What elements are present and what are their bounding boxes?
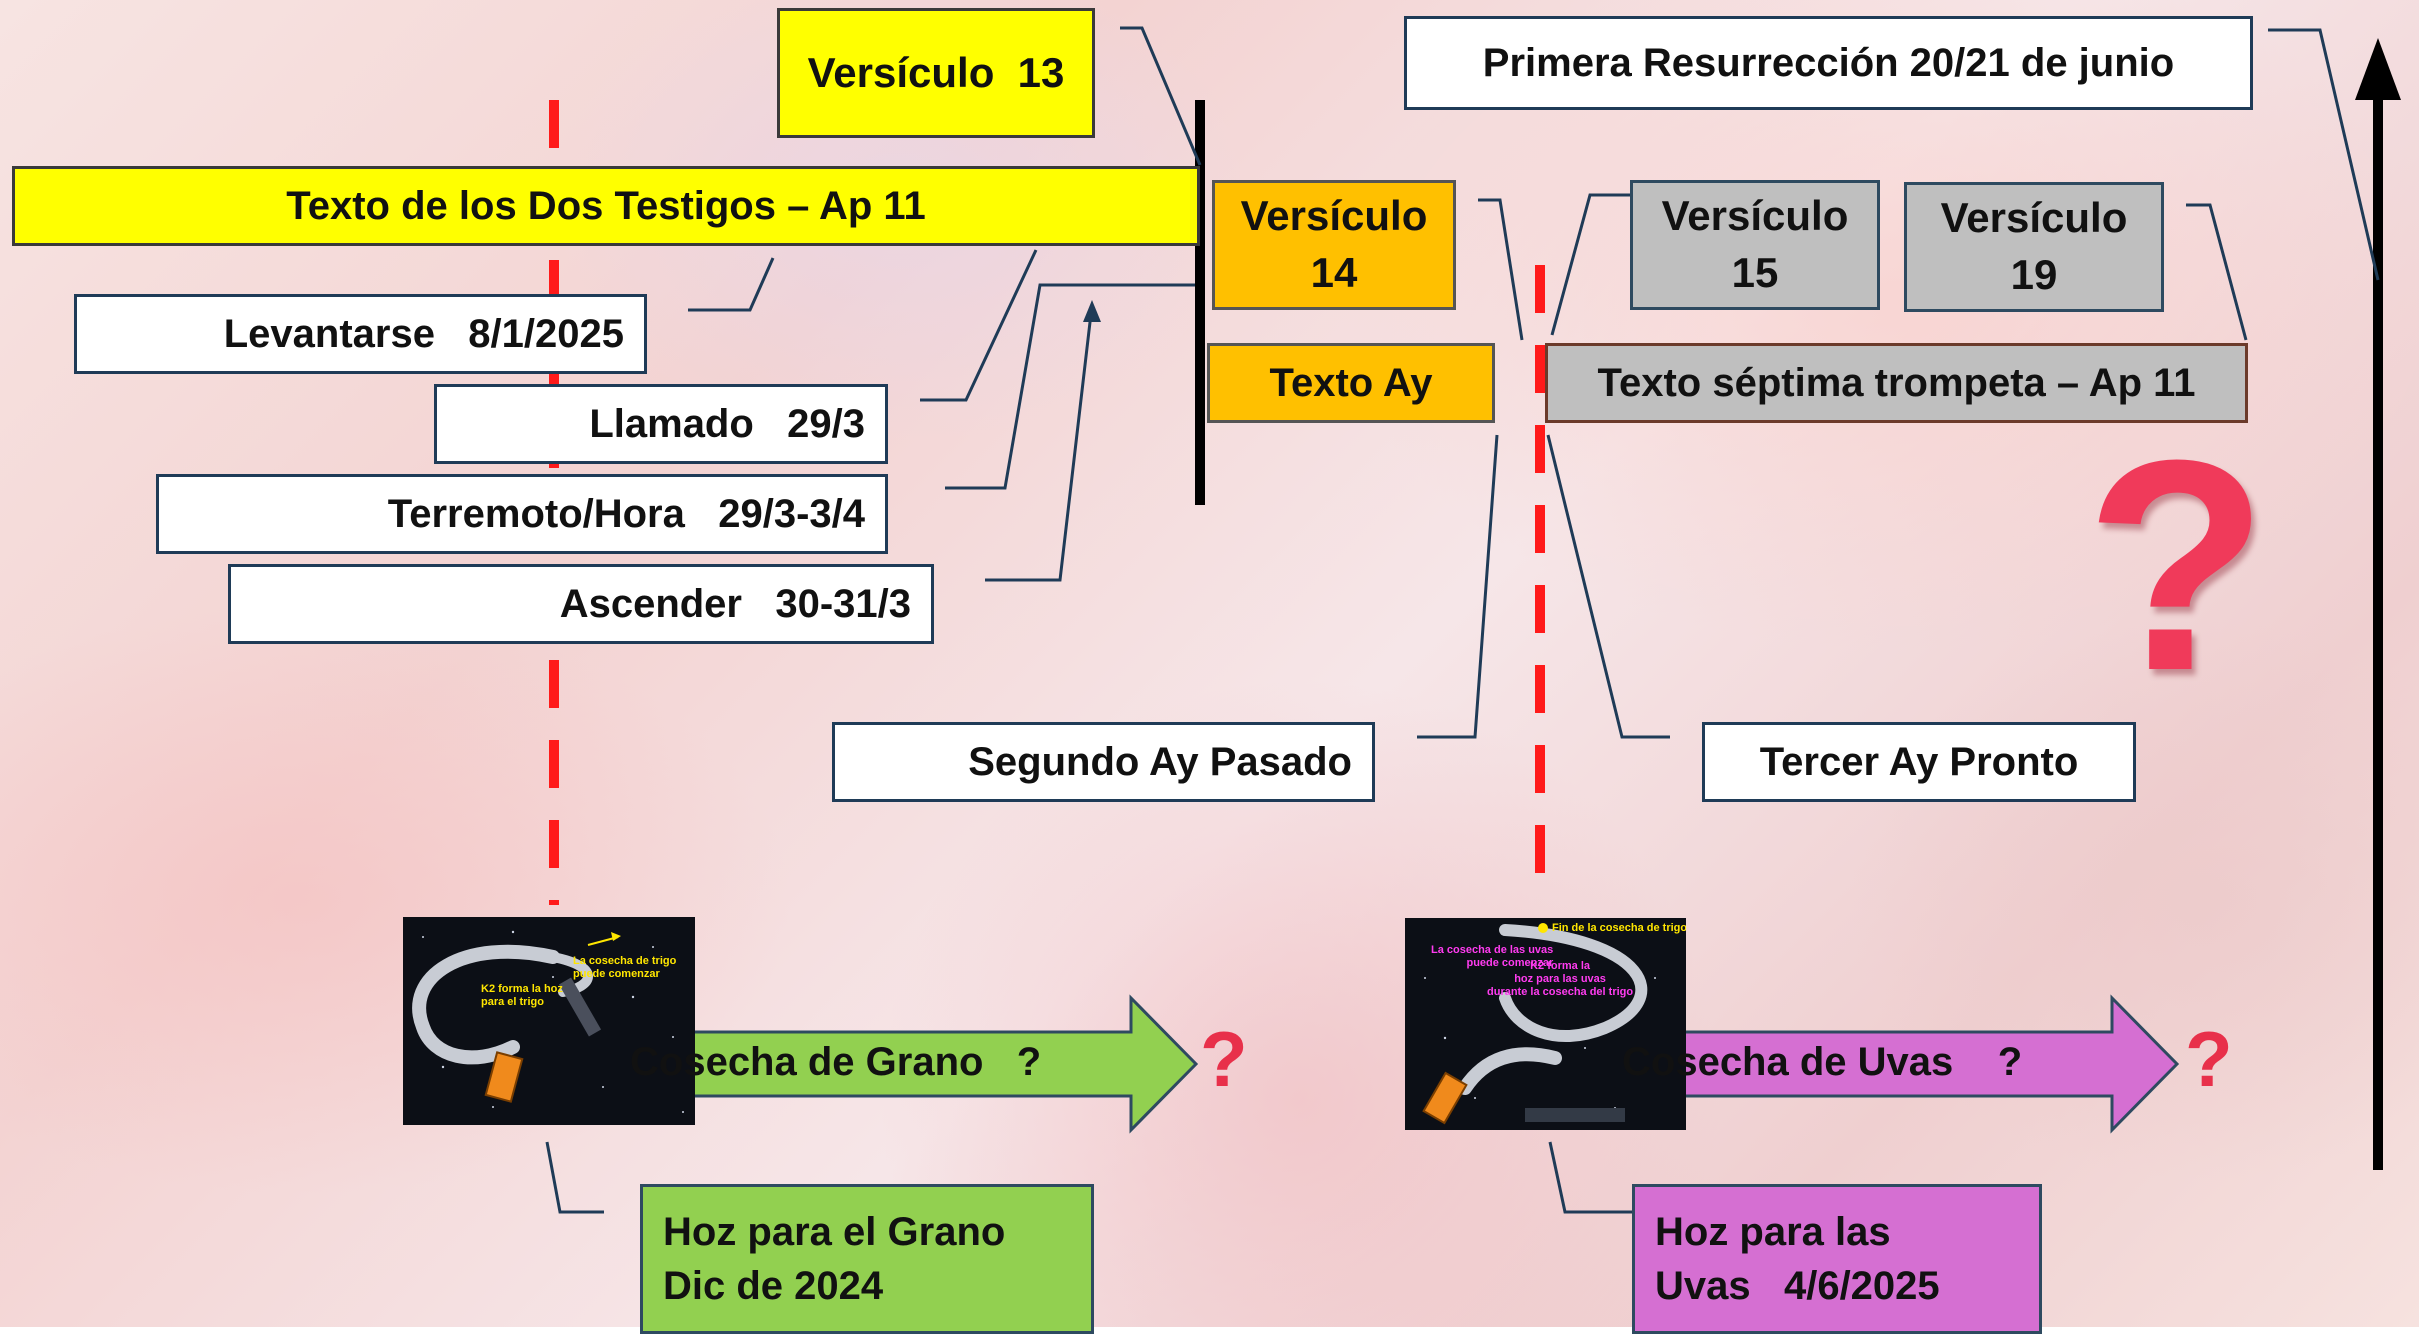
texto-septima-trompeta-box: Texto séptima trompeta – Ap 11	[1545, 343, 2248, 423]
texto-dos-testigos-label: Texto de los Dos Testigos – Ap 11	[286, 184, 926, 228]
versiculo-13-label: Versículo 13	[807, 48, 1065, 96]
primera-resurreccion-label: Primera Resurrección 20/21 de junio	[1482, 41, 2175, 85]
cosecha-grano-label: Cosecha de Grano ?	[630, 1040, 1042, 1084]
ascender-label: Ascender 30-31/3	[559, 582, 911, 626]
levantarse-box: Levantarse 8/1/2025	[74, 294, 647, 374]
connector-versiculo19	[2186, 203, 2248, 341]
connector-ascender	[985, 304, 1094, 582]
cosecha-uvas-label: Cosecha de Uvas ?	[1622, 1040, 2023, 1084]
terremoto-label: Terremoto/Hora 29/3-3/4	[387, 492, 865, 536]
segundo-ay-box: Segundo Ay Pasado	[832, 722, 1375, 802]
connector-primera-resurreccion	[2268, 28, 2380, 281]
texto-ay-box: Texto Ay	[1207, 343, 1495, 423]
connector-hoz-grano	[545, 1141, 604, 1214]
tercer-ay-box: Tercer Ay Pronto	[1702, 722, 2136, 802]
connector-versiculo13	[1120, 26, 1202, 166]
connector-versiculo14	[1478, 198, 1524, 341]
texto-septima-trompeta-label: Texto séptima trompeta – Ap 11	[1597, 361, 2196, 405]
tercer-ay-label: Tercer Ay Pronto	[1759, 740, 2079, 784]
sky-image-uvas: Fin de la cosecha de trigo La cosecha de…	[1405, 918, 1686, 1130]
sky-image-uvas-caption-2: La cosecha de las uvas puede comenzar	[1431, 944, 1554, 970]
connector-segundo-ay	[1417, 434, 1499, 739]
versiculo-15-box: Versículo 15	[1630, 180, 1880, 310]
up-arrow-icon	[2355, 38, 2401, 100]
llamado-label: Llamado 29/3	[589, 402, 865, 446]
sky-image-grano-caption-2: K2 forma la hoz para el trigo	[481, 983, 563, 1009]
hoz-uvas-label: Hoz para las Uvas 4/6/2025	[1655, 1210, 1940, 1308]
segundo-ay-label: Segundo Ay Pasado	[968, 740, 1352, 784]
versiculo-19-label: Versículo 19	[1940, 194, 2128, 298]
texto-ay-label: Texto Ay	[1269, 361, 1433, 405]
versiculo-13-box: Versículo 13	[777, 8, 1095, 138]
sky-image-grano: La cosecha de trigo puede comenzar K2 fo…	[403, 917, 695, 1125]
texto-dos-testigos-box: Texto de los Dos Testigos – Ap 11	[12, 166, 1200, 246]
arrowhead-ascender	[1083, 300, 1101, 322]
hoz-grano-label: Hoz para el Grano Dic de 2024	[663, 1210, 1006, 1308]
sky-image-uvas-caption-3: K2 forma la hoz para las uvas durante la…	[1487, 960, 1634, 999]
sky-image-grano-caption-1: La cosecha de trigo puede comenzar	[573, 955, 677, 981]
question-mark-icon: ?	[2085, 397, 2269, 733]
versiculo-14-label: Versículo 14	[1240, 192, 1428, 296]
terremoto-box: Terremoto/Hora 29/3-3/4	[156, 474, 888, 554]
hoz-uvas-box: Hoz para las Uvas 4/6/2025	[1632, 1184, 2042, 1334]
sky-image-uvas-drawing	[1422, 923, 1671, 1125]
connector-versiculo15	[1550, 193, 1630, 336]
connector-terremoto	[945, 283, 1195, 490]
primera-resurreccion-box: Primera Resurrección 20/21 de junio	[1404, 16, 2253, 110]
llamado-box: Llamado 29/3	[434, 384, 888, 464]
question-mark-icon: ?	[1200, 1015, 1248, 1103]
levantarse-label: Levantarse 8/1/2025	[223, 312, 624, 356]
sky-image-grano-drawing	[412, 930, 684, 1113]
connector-llamado	[920, 249, 1038, 402]
sky-image-uvas-caption-1: Fin de la cosecha de trigo	[1552, 922, 1686, 934]
versiculo-14-box: Versículo 14	[1212, 180, 1456, 310]
versiculo-15-label: Versículo 15	[1661, 192, 1849, 296]
question-mark-icon: ?	[2185, 1015, 2233, 1103]
connector-hoz-uvas	[1548, 1141, 1640, 1214]
connector-levantarse	[688, 257, 775, 312]
hoz-grano-box: Hoz para el Grano Dic de 2024	[640, 1184, 1094, 1334]
ascender-box: Ascender 30-31/3	[228, 564, 934, 644]
versiculo-19-box: Versículo 19	[1904, 182, 2164, 312]
connector-tercer-ay	[1546, 434, 1670, 739]
